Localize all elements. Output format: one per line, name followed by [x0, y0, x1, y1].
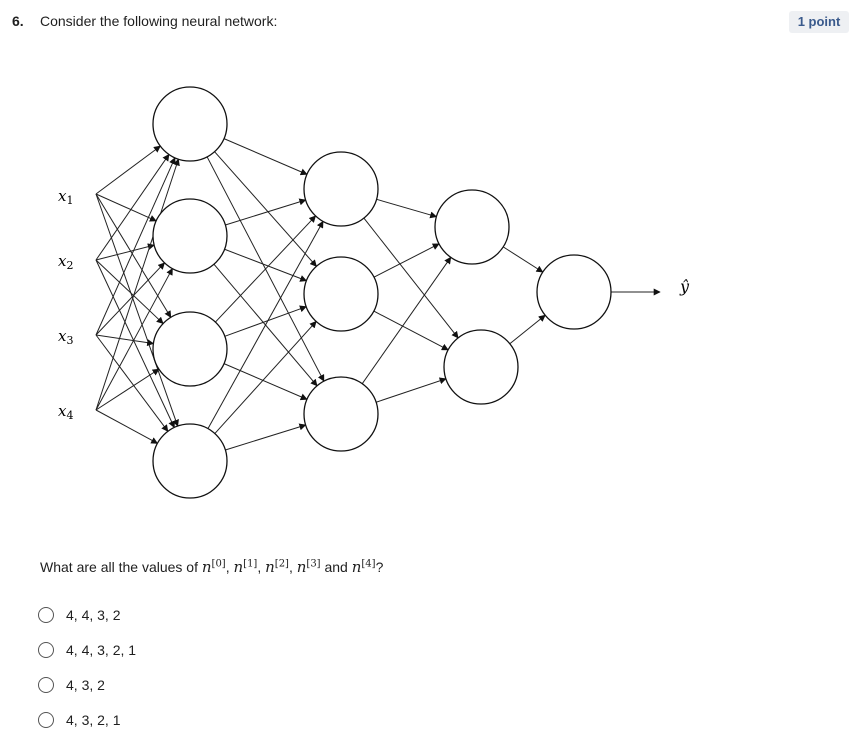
hidden-edge [224, 248, 308, 282]
term-variable: n [201, 558, 212, 576]
layer-size-terms: n[0], n[1], n[2], n[3] and n[4] [201, 558, 376, 576]
hidden-edge [224, 305, 307, 337]
input-edge [95, 259, 164, 325]
term-variable: n [351, 558, 362, 576]
input-edge [95, 158, 180, 411]
hidden-edge [509, 314, 546, 345]
input-label-x3: x3 [58, 327, 73, 347]
input-edge [95, 243, 155, 261]
option-4[interactable]: 4, 3, 2, 1 [38, 702, 136, 737]
term-superscript: [1] [243, 558, 258, 570]
input-edge [95, 153, 170, 261]
question-prompt: What are all the values of n[0], n[1], n… [40, 558, 383, 576]
question-title: Consider the following neural network: [40, 13, 278, 29]
input-edge [95, 409, 159, 444]
option-label: 4, 3, 2, 1 [66, 711, 121, 728]
hidden-edge [214, 151, 317, 267]
term-variable: n [296, 558, 307, 576]
hidden-edge [207, 220, 324, 429]
network-edges [95, 138, 661, 451]
hidden-edge [215, 215, 317, 323]
term-separator: , [288, 559, 297, 575]
question-number: 6. [12, 13, 24, 29]
input-edge [95, 334, 155, 347]
input-label-x4: x4 [58, 402, 73, 422]
radio-button[interactable] [38, 606, 54, 623]
input-edge [95, 145, 161, 195]
neuron-layer2-unit1 [303, 151, 379, 227]
hidden-edge [214, 320, 317, 434]
hidden-edge [373, 243, 440, 278]
radio-button[interactable] [38, 676, 54, 693]
option-label: 4, 3, 2 [66, 676, 105, 693]
prompt-text: What are all the values of [40, 559, 202, 575]
hidden-edge [363, 217, 459, 339]
option-1[interactable]: 4, 4, 3, 2 [38, 597, 136, 632]
neuron-layer1-unit1 [152, 86, 228, 162]
input-edge [95, 368, 160, 411]
term-superscript: [2] [274, 558, 289, 570]
hidden-edge [376, 198, 438, 219]
hidden-edge [502, 246, 544, 273]
input-edge [95, 267, 173, 411]
input-edge [95, 193, 179, 427]
option-label: 4, 4, 3, 2 [66, 606, 121, 623]
term-variable: n [265, 558, 275, 576]
input-edge [95, 334, 169, 432]
output-label: ŷ [679, 277, 690, 296]
option-2[interactable]: 4, 4, 3, 2, 1 [38, 632, 136, 667]
neuron-layer1-unit4 [152, 423, 228, 499]
network-labels: x1 x2 x3 x4 ŷ [58, 187, 690, 422]
neuron-layer1-unit2 [152, 198, 228, 274]
input-edge [95, 262, 166, 336]
radio-button[interactable] [38, 711, 54, 728]
neuron-layer3-unit1 [434, 189, 510, 265]
option-label: 4, 4, 3, 2, 1 [66, 641, 137, 658]
prompt-end: ? [375, 559, 384, 575]
neuron-layer4-unit1 [536, 254, 612, 330]
answer-options: 4, 4, 3, 2 4, 4, 3, 2, 1 4, 3, 2 4, 3, 2… [38, 597, 136, 737]
term-superscript: [4] [361, 558, 376, 570]
hidden-edge [373, 310, 449, 351]
hidden-edge [361, 256, 452, 384]
term-superscript: [0] [211, 558, 226, 570]
input-label-x2: x2 [58, 252, 73, 272]
term-separator: , [225, 559, 234, 575]
hidden-edge [225, 198, 307, 226]
input-edge [95, 157, 176, 336]
term-variable: n [233, 558, 244, 576]
term-separator: , [257, 559, 266, 575]
term-separator: and [320, 559, 352, 575]
hidden-edge [225, 423, 307, 451]
input-label-x1: x1 [58, 187, 73, 207]
radio-button[interactable] [38, 641, 54, 658]
neuron-layer2-unit2 [303, 256, 379, 332]
neuron-layer3-unit2 [443, 329, 519, 405]
network-nodes [152, 86, 612, 499]
hidden-edge [223, 363, 308, 401]
hidden-edge [375, 377, 447, 403]
neuron-layer2-unit3 [303, 376, 379, 452]
neural-network-diagram: x1 x2 x3 x4 ŷ [58, 86, 690, 499]
input-edge [95, 193, 157, 222]
hidden-edge [223, 138, 308, 176]
input-edge [95, 193, 172, 318]
option-3[interactable]: 4, 3, 2 [38, 667, 136, 702]
input-edge [95, 259, 175, 429]
term-superscript: [3] [306, 558, 321, 570]
neuron-layer1-unit3 [152, 311, 228, 387]
points-badge: 1 point [789, 11, 849, 33]
